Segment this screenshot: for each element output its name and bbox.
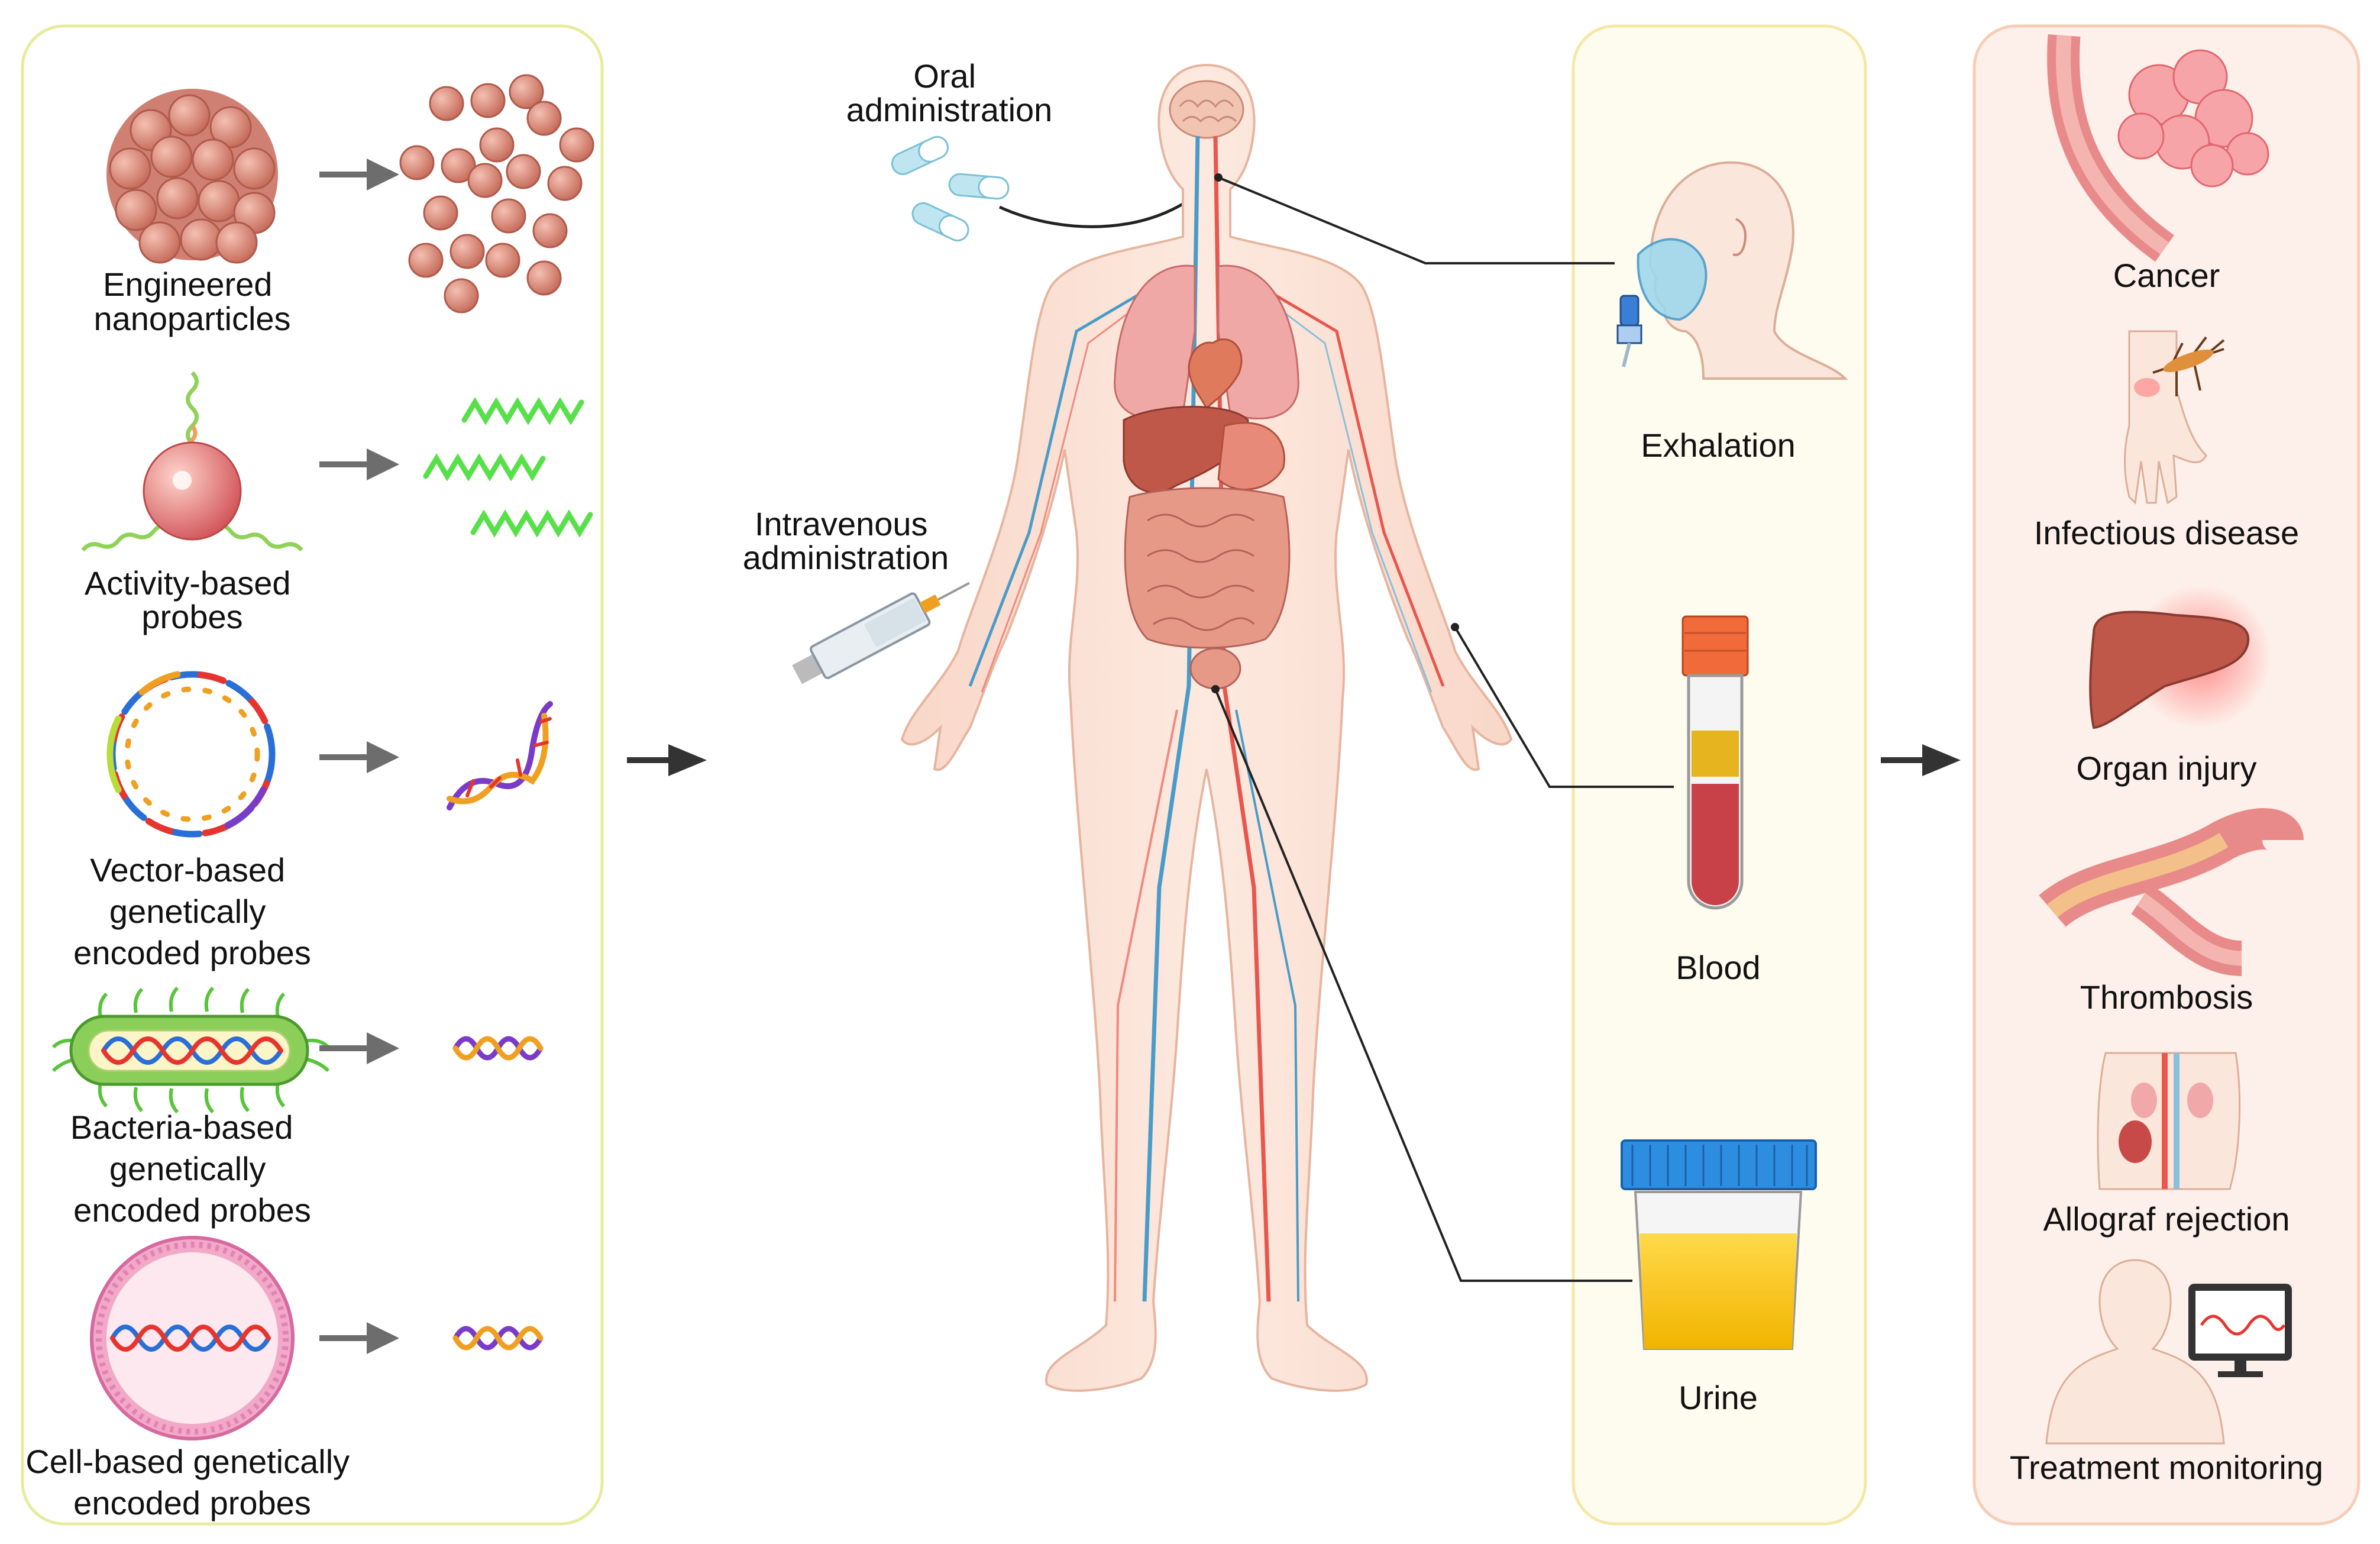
organ-injury-label: Organ injury: [2076, 750, 2256, 787]
allograft-rejection-icon: [2097, 1052, 2241, 1190]
treatment-monitoring-label: Treatment monitoring: [2010, 1449, 2323, 1486]
syringe-icon: [792, 582, 970, 684]
arrow-icon: [319, 741, 399, 773]
infectious-disease-icon: [2124, 330, 2225, 505]
treatment-monitoring-icon: [2045, 1259, 2292, 1445]
connector-dot: [1211, 685, 1220, 693]
dna-fragment-icon: [452, 1036, 544, 1061]
thrombosis-label: Thrombosis: [2080, 978, 2253, 1016]
bacteria-based-probes-label: Bacteria-based genetically encoded probe…: [70, 1109, 311, 1229]
probes-panel: [21, 24, 604, 1526]
exhalation-connector: [1218, 176, 1615, 264]
flow-arrow-icon: [1881, 744, 1961, 776]
oral-administration-label: Oral administration: [846, 57, 1053, 128]
urine-connector: [1214, 689, 1632, 1282]
urine-label: Urine: [1679, 1379, 1758, 1416]
applications-panel: [1972, 24, 2360, 1526]
cancer-label: Cancer: [2113, 257, 2220, 294]
nanoparticle-cluster-icon: [106, 89, 278, 264]
cell-based-probes-label: Cell-based genetically encoded probes: [25, 1443, 358, 1522]
cancer-icon: [2047, 34, 2269, 262]
capsule-pills-icon: [891, 135, 1010, 242]
linear-dna-icon: [447, 701, 553, 810]
engineered-nanoparticles-label: Engineered nanoparticles: [93, 266, 290, 337]
blood-tube-icon: [1681, 615, 1749, 910]
human-body-figure: [900, 63, 1513, 1392]
plasmid-vector-icon: [106, 671, 276, 838]
released-signal-icon: [423, 397, 593, 538]
flow-arrow-icon: [627, 744, 707, 776]
dna-fragment-icon: [452, 1326, 544, 1351]
exhalation-mask-icon: [1616, 161, 1848, 380]
arrow-icon: [319, 159, 399, 190]
exhalation-label: Exhalation: [1641, 427, 1796, 464]
arrow-icon: [319, 1032, 399, 1064]
connector-dot: [1214, 173, 1223, 182]
dispersed-nanoparticles-icon: [399, 74, 594, 314]
blood-connector: [1454, 626, 1674, 788]
intravenous-administration-label: Intravenous administration: [743, 505, 949, 576]
thrombosis-icon: [2039, 808, 2304, 976]
arrow-icon: [319, 1322, 399, 1354]
allograft-rejection-label: Allograf rejection: [2043, 1200, 2290, 1238]
bacterium-icon: [51, 986, 330, 1114]
organ-injury-icon: [2089, 586, 2271, 729]
vector-based-probes-label: Vector-based genetically encoded probes: [73, 851, 311, 971]
activity-based-probe-icon: [81, 371, 303, 552]
urine-cup-icon: [1621, 1139, 1817, 1350]
blood-label: Blood: [1676, 949, 1760, 986]
arrow-icon: [319, 448, 399, 480]
connector-dot: [1451, 623, 1459, 631]
activity-based-probes-label: Activity-based probes: [85, 564, 300, 635]
cell-icon: [90, 1236, 295, 1440]
infectious-disease-label: Infectious disease: [2034, 514, 2299, 551]
